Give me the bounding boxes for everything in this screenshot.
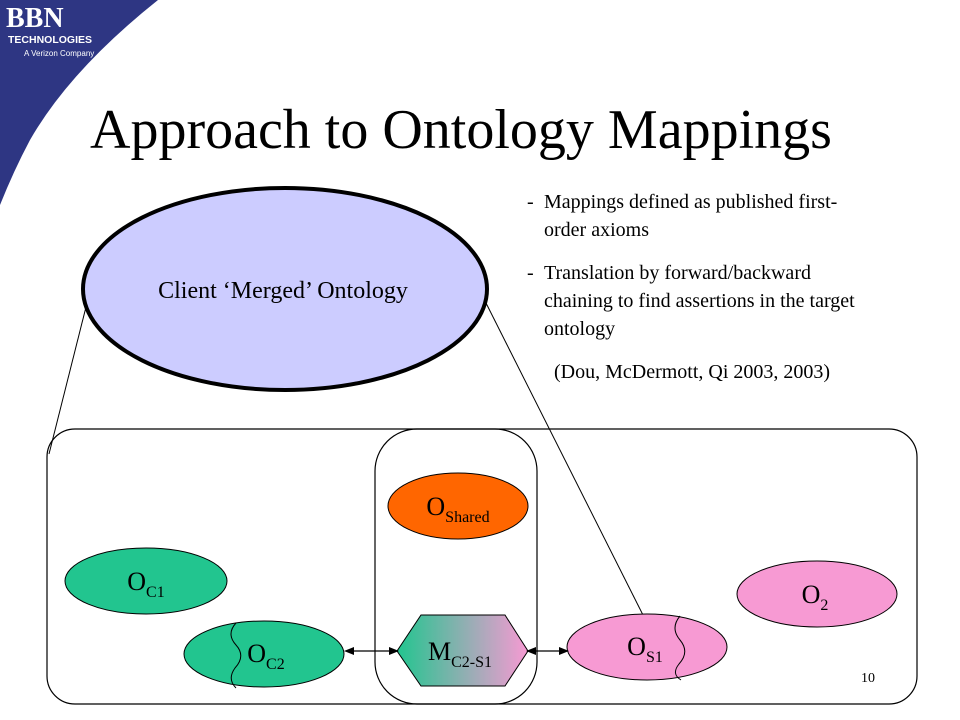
o-2-sub: 2 — [820, 597, 828, 614]
note-1-line-2: order axioms — [544, 219, 649, 241]
node-m-c2-s1: MC2-S1 — [396, 614, 529, 687]
connector-left — [48, 302, 88, 455]
corner-swoosh — [0, 0, 158, 205]
arrow-m-to-os1 — [526, 647, 569, 655]
node-o-c2: OC2 — [183, 620, 345, 689]
node-o-2: O2 — [736, 560, 898, 628]
connector-right — [485, 302, 649, 626]
page-number: 10 — [861, 671, 875, 686]
o-2-base: O — [802, 580, 821, 609]
logo-line1: TECHNOLOGIES — [8, 34, 92, 46]
o-s1-base: O — [627, 632, 646, 661]
m-c2-s1-base: M — [428, 637, 451, 666]
shared-container — [374, 428, 538, 705]
svg-text:OS1: OS1 — [627, 632, 663, 666]
o-c1-base: O — [127, 567, 146, 596]
node-o-shared: OShared — [387, 472, 529, 540]
page-title: Approach to Ontology Mappings — [90, 99, 832, 161]
svg-text:OC1: OC1 — [127, 567, 164, 601]
logo-brand: BBN — [6, 3, 64, 34]
svg-text:O2: O2 — [802, 580, 829, 614]
note-dash-2: - — [527, 262, 534, 284]
brand-logo: BBN TECHNOLOGIES A Verizon Company — [0, 0, 158, 205]
m-c2-s1-sub: C2-S1 — [451, 654, 492, 671]
note-2-line-3: ontology — [544, 318, 615, 340]
o-shared-sub: Shared — [445, 509, 489, 526]
note-2-line-1: Translation by forward/backward — [544, 262, 811, 284]
o-c2-base: O — [247, 639, 266, 668]
note-dash-1: - — [527, 191, 534, 213]
arrow-oc2-to-m — [344, 647, 399, 655]
citation: (Dou, McDermott, Qi 2003, 2003) — [554, 361, 830, 383]
node-o-c1: OC1 — [64, 547, 228, 615]
logo-line2: A Verizon Company — [24, 49, 94, 58]
o-c1-sub: C1 — [146, 584, 165, 601]
notes-list: - Mappings defined as published first- o… — [527, 191, 855, 383]
node-o-s1: OS1 — [566, 613, 728, 681]
o-s1-sub: S1 — [646, 649, 663, 666]
note-2-line-2: chaining to find assertions in the targe… — [544, 290, 855, 312]
o-c2-tear-line — [230, 622, 242, 689]
svg-text:MC2-S1: MC2-S1 — [428, 637, 492, 671]
merged-ontology: Client ‘Merged’ Ontology — [81, 186, 489, 392]
note-1-line-1: Mappings defined as published first- — [544, 191, 837, 213]
o-shared-base: O — [426, 492, 445, 521]
o-c2-sub: C2 — [266, 656, 285, 673]
svg-text:OShared: OShared — [426, 492, 489, 526]
merged-ontology-label: Client ‘Merged’ Ontology — [158, 278, 408, 304]
o-s1-tear-line — [674, 615, 686, 681]
svg-text:OC2: OC2 — [247, 639, 284, 673]
